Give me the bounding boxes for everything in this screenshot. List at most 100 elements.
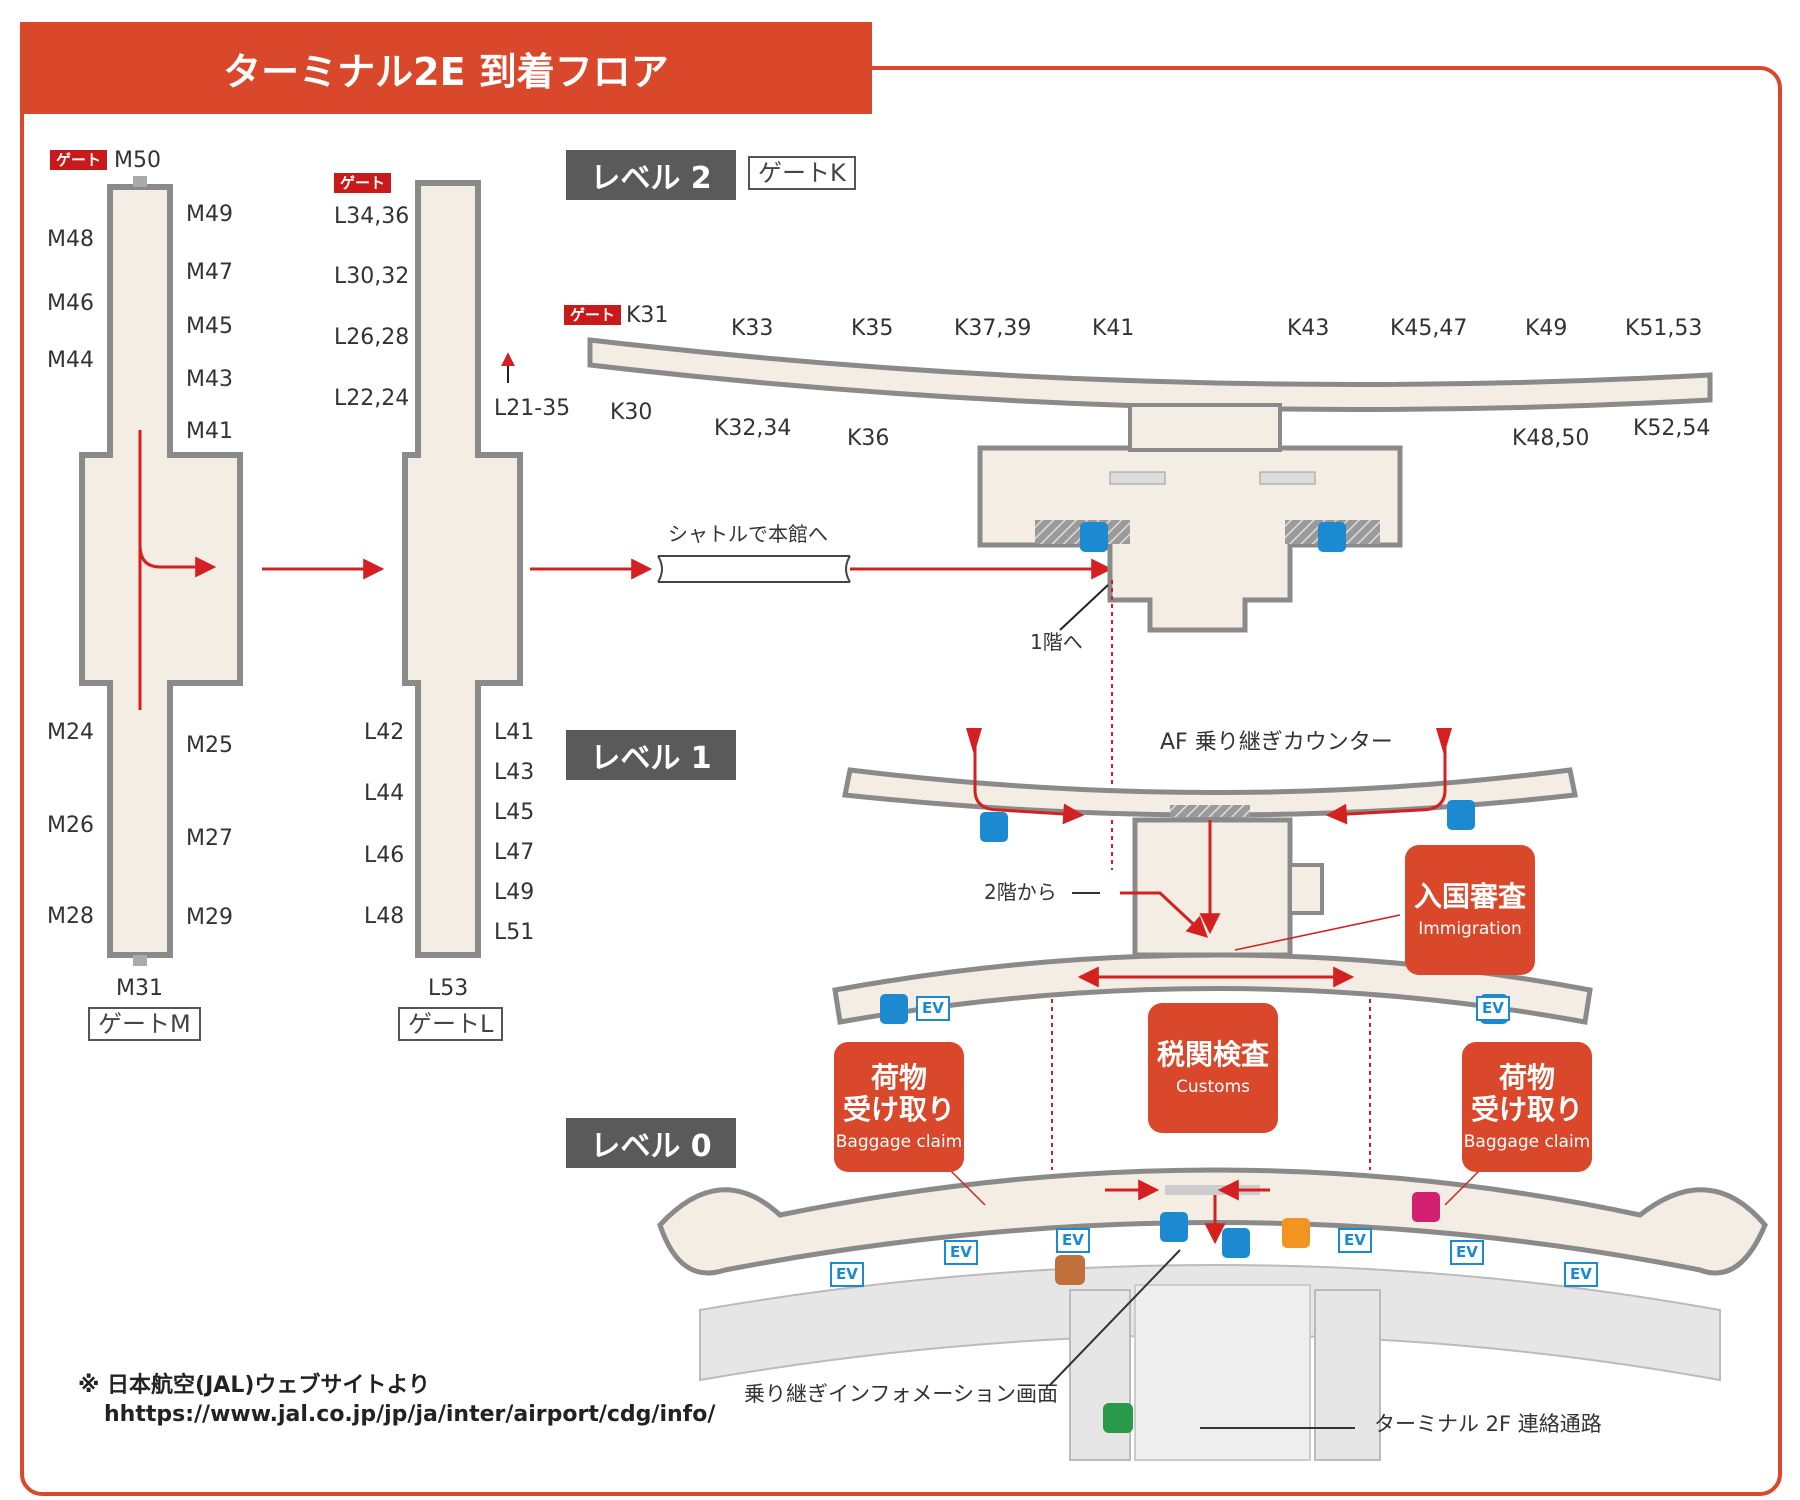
- restroom-icon: [1080, 522, 1108, 552]
- immigration-callout: 入国審査 Immigration: [1405, 845, 1535, 975]
- taxi-icon: [1055, 1255, 1085, 1285]
- k-pier: [587, 337, 1713, 633]
- baggage-callout-left: 荷物 受け取り Baggage claim: [834, 1042, 964, 1172]
- gate-label: M50: [114, 148, 161, 173]
- gate-label: M31: [116, 976, 163, 1001]
- currency-exchange-icon: [1412, 1192, 1440, 1222]
- gate-label: L42: [364, 720, 405, 745]
- gate-label: M24: [47, 720, 94, 745]
- gate-label: K32,34: [714, 416, 792, 441]
- restroom-icon: [980, 812, 1008, 842]
- gate-label: L48: [364, 904, 405, 929]
- baggage-callout-right: 荷物 受け取り Baggage claim: [1462, 1042, 1592, 1172]
- gate-k-box: ゲートK: [748, 156, 856, 190]
- gate-label: K45,47: [1390, 316, 1468, 341]
- vertical-connectors: [1051, 580, 1371, 1170]
- level1-hall: [832, 728, 1593, 1025]
- gate-label: L44: [364, 781, 405, 806]
- gate-label: L41: [494, 720, 535, 745]
- gate-label: M28: [47, 904, 94, 929]
- gate-label: K48,50: [1512, 426, 1590, 451]
- gate-label: M48: [47, 227, 94, 252]
- gate-label: M46: [47, 291, 94, 316]
- bus-icon: [1103, 1403, 1133, 1433]
- info-icon: [1282, 1218, 1310, 1248]
- gate-label: K41: [1092, 316, 1135, 341]
- elevator-icon: EV: [1476, 996, 1510, 1021]
- gate-label: M26: [47, 813, 94, 838]
- gate-label: L45: [494, 800, 535, 825]
- restroom-icon: [1222, 1228, 1250, 1258]
- source-note-line2: hhttps://www.jal.co.jp/jp/ja/inter/airpo…: [104, 1401, 716, 1427]
- m-pier: [79, 176, 243, 966]
- restroom-icon: [1160, 1212, 1188, 1242]
- gate-label: K31: [626, 303, 669, 328]
- baggage-jp1: 荷物: [1498, 1060, 1555, 1094]
- transfer-route-level2: [262, 555, 1113, 583]
- gate-label: M29: [186, 905, 233, 930]
- elevator-icon: EV: [944, 1240, 978, 1265]
- gate-label: L22,24: [334, 386, 410, 411]
- gate-label: L34,36: [334, 204, 410, 229]
- elevator-icon: EV: [1338, 1228, 1372, 1253]
- gate-label: L53: [428, 976, 469, 1001]
- gate-label: K35: [851, 316, 894, 341]
- gate-label: K43: [1287, 316, 1330, 341]
- customs-jp: 税関検査: [1156, 1037, 1269, 1071]
- elevator-icon: EV: [1564, 1262, 1598, 1287]
- map-frame: [20, 66, 1782, 1496]
- immigration-jp: 入国審査: [1413, 879, 1526, 913]
- gate-range-label: L21-35: [494, 396, 571, 421]
- to-floor1-label: 1階へ: [1030, 630, 1083, 654]
- l-pier: [402, 180, 523, 958]
- baggage-jp2: 受け取り: [1470, 1093, 1583, 1126]
- gate-label: L30,32: [334, 264, 410, 289]
- level0-hall: [657, 1167, 1768, 1461]
- gate-label: K30: [610, 400, 653, 425]
- gate-label: M47: [186, 260, 233, 285]
- gate-m-box: ゲートM: [88, 1007, 201, 1041]
- baggage-en: Baggage claim: [835, 1132, 963, 1153]
- gate-label: L51: [494, 920, 535, 945]
- baggage-en: Baggage claim: [1463, 1132, 1591, 1153]
- gate-label: K37,39: [954, 316, 1032, 341]
- page-title: ターミナル2E 到着フロア: [20, 22, 872, 114]
- gate-label: K51,53: [1625, 316, 1703, 341]
- gate-label: K33: [731, 316, 774, 341]
- elevator-icon: EV: [830, 1262, 864, 1287]
- gate-label: K36: [847, 426, 890, 451]
- from-floor2-label: 2階から: [984, 880, 1057, 904]
- restroom-icon: [1318, 522, 1346, 552]
- gate-tag-m: ゲート: [50, 150, 108, 170]
- baggage-jp1: 荷物: [870, 1060, 927, 1094]
- gate-label: K52,54: [1633, 416, 1711, 441]
- gate-label: L47: [494, 840, 535, 865]
- gate-label: M44: [47, 348, 94, 373]
- gate-label: M25: [186, 733, 233, 758]
- gate-label: M45: [186, 314, 233, 339]
- gate-tag-k: ゲート: [564, 305, 622, 325]
- af-counter-label: AF 乗り継ぎカウンター: [1160, 730, 1393, 755]
- source-note-line1: ※ 日本航空(JAL)ウェブサイトより: [78, 1373, 430, 1398]
- elevator-icon: EV: [1450, 1240, 1484, 1265]
- t2-corridor-label: ターミナル 2F 連絡通路: [1374, 1412, 1602, 1436]
- gate-l-box: ゲートL: [398, 1007, 504, 1041]
- transfer-info-label: 乗り継ぎインフォメーション画面: [744, 1382, 1058, 1406]
- gate-label: M49: [186, 202, 233, 227]
- customs-callout: 税関検査 Customs: [1148, 1003, 1278, 1133]
- gate-label: M43: [186, 367, 233, 392]
- restroom-icon: [880, 994, 908, 1024]
- level-2-badge: レベル 2: [566, 150, 736, 200]
- gate-label: L46: [364, 843, 405, 868]
- elevator-icon: EV: [916, 996, 950, 1021]
- immigration-en: Immigration: [1418, 919, 1522, 940]
- gate-label: M27: [186, 826, 233, 851]
- customs-en: Customs: [1176, 1077, 1250, 1098]
- gate-tag-l: ゲート: [334, 173, 392, 193]
- elevator-icon: EV: [1056, 1228, 1090, 1253]
- gate-label: L43: [494, 760, 535, 785]
- restroom-icon: [1447, 800, 1475, 830]
- facility-icons: [880, 522, 1508, 1433]
- level-1-badge: レベル 1: [566, 730, 736, 780]
